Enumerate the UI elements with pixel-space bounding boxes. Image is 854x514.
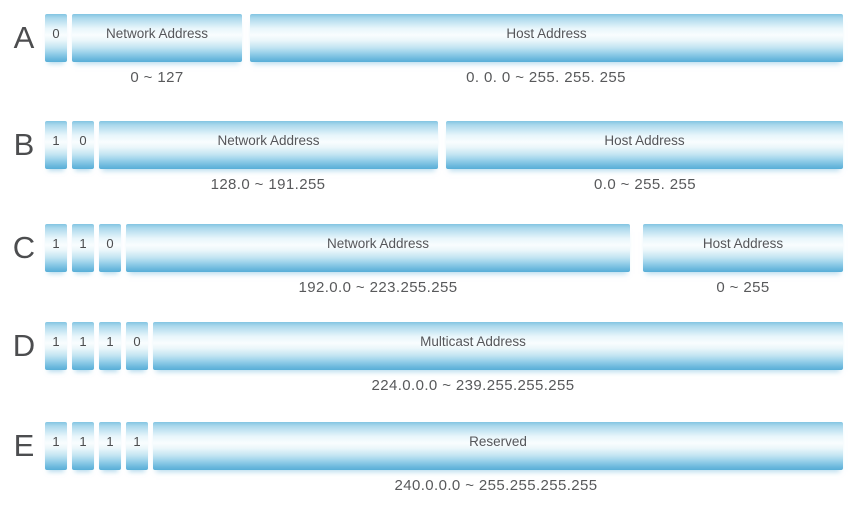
host-address-segment: Host Address [446, 121, 843, 169]
class-b-letter: B [13, 127, 35, 162]
class-d-bar: 1 1 1 0 Multicast Address [45, 322, 843, 370]
network-address-segment: Network Address [126, 224, 630, 272]
class-c-row: C 1 1 0 Network Address Host Address 192… [0, 224, 854, 324]
network-range-label: 128.0 ~ 191.255 [210, 176, 326, 193]
class-a-bar: 0 Network Address Host Address [45, 14, 843, 62]
multicast-range-label: 224.0.0.0 ~ 239.255.255.255 [371, 377, 575, 394]
host-address-segment: Host Address [250, 14, 843, 62]
host-range-label: 0.0 ~ 255. 255 [594, 176, 696, 193]
class-e-row: E 1 1 1 1 Reserved 240.0.0.0 ~ 255.255.2… [0, 422, 854, 514]
network-address-segment: Network Address [72, 14, 242, 62]
bit-box: 1 [72, 322, 94, 370]
class-b-bar: 1 0 Network Address Host Address [45, 121, 843, 169]
reserved-range-label: 240.0.0.0 ~ 255.255.255.255 [394, 477, 598, 494]
bit-box: 1 [72, 224, 94, 272]
network-range-label: 192.0.0 ~ 223.255.255 [298, 279, 458, 296]
class-c-bar: 1 1 0 Network Address Host Address [45, 224, 843, 272]
reserved-segment: Reserved [153, 422, 843, 470]
bit-box: 1 [99, 422, 121, 470]
class-d-row: D 1 1 1 0 Multicast Address 224.0.0.0 ~ … [0, 322, 854, 422]
bit-box: 1 [72, 422, 94, 470]
bit-box: 1 [45, 224, 67, 272]
network-address-segment: Network Address [99, 121, 438, 169]
host-range-label: 0. 0. 0 ~ 255. 255. 255 [466, 69, 626, 86]
class-e-bar: 1 1 1 1 Reserved [45, 422, 843, 470]
host-address-segment: Host Address [643, 224, 843, 272]
bit-box: 0 [72, 121, 94, 169]
bit-box: 1 [45, 422, 67, 470]
multicast-address-segment: Multicast Address [153, 322, 843, 370]
class-c-letter: C [12, 230, 36, 265]
bit-box: 0 [45, 14, 67, 62]
bit-box: 1 [45, 121, 67, 169]
class-b-row: B 1 0 Network Address Host Address 128.0… [0, 121, 854, 221]
bit-box: 0 [126, 322, 148, 370]
class-e-letter: E [13, 428, 35, 463]
network-range-label: 0 ~ 127 [130, 69, 184, 86]
class-a-letter: A [13, 20, 35, 55]
bit-box: 1 [99, 322, 121, 370]
bit-box: 1 [126, 422, 148, 470]
bit-box: 0 [99, 224, 121, 272]
class-d-letter: D [12, 328, 36, 363]
class-a-row: A 0 Network Address Host Address 0 ~ 127… [0, 14, 854, 114]
host-range-label: 0 ~ 255 [716, 279, 770, 296]
bit-box: 1 [45, 322, 67, 370]
